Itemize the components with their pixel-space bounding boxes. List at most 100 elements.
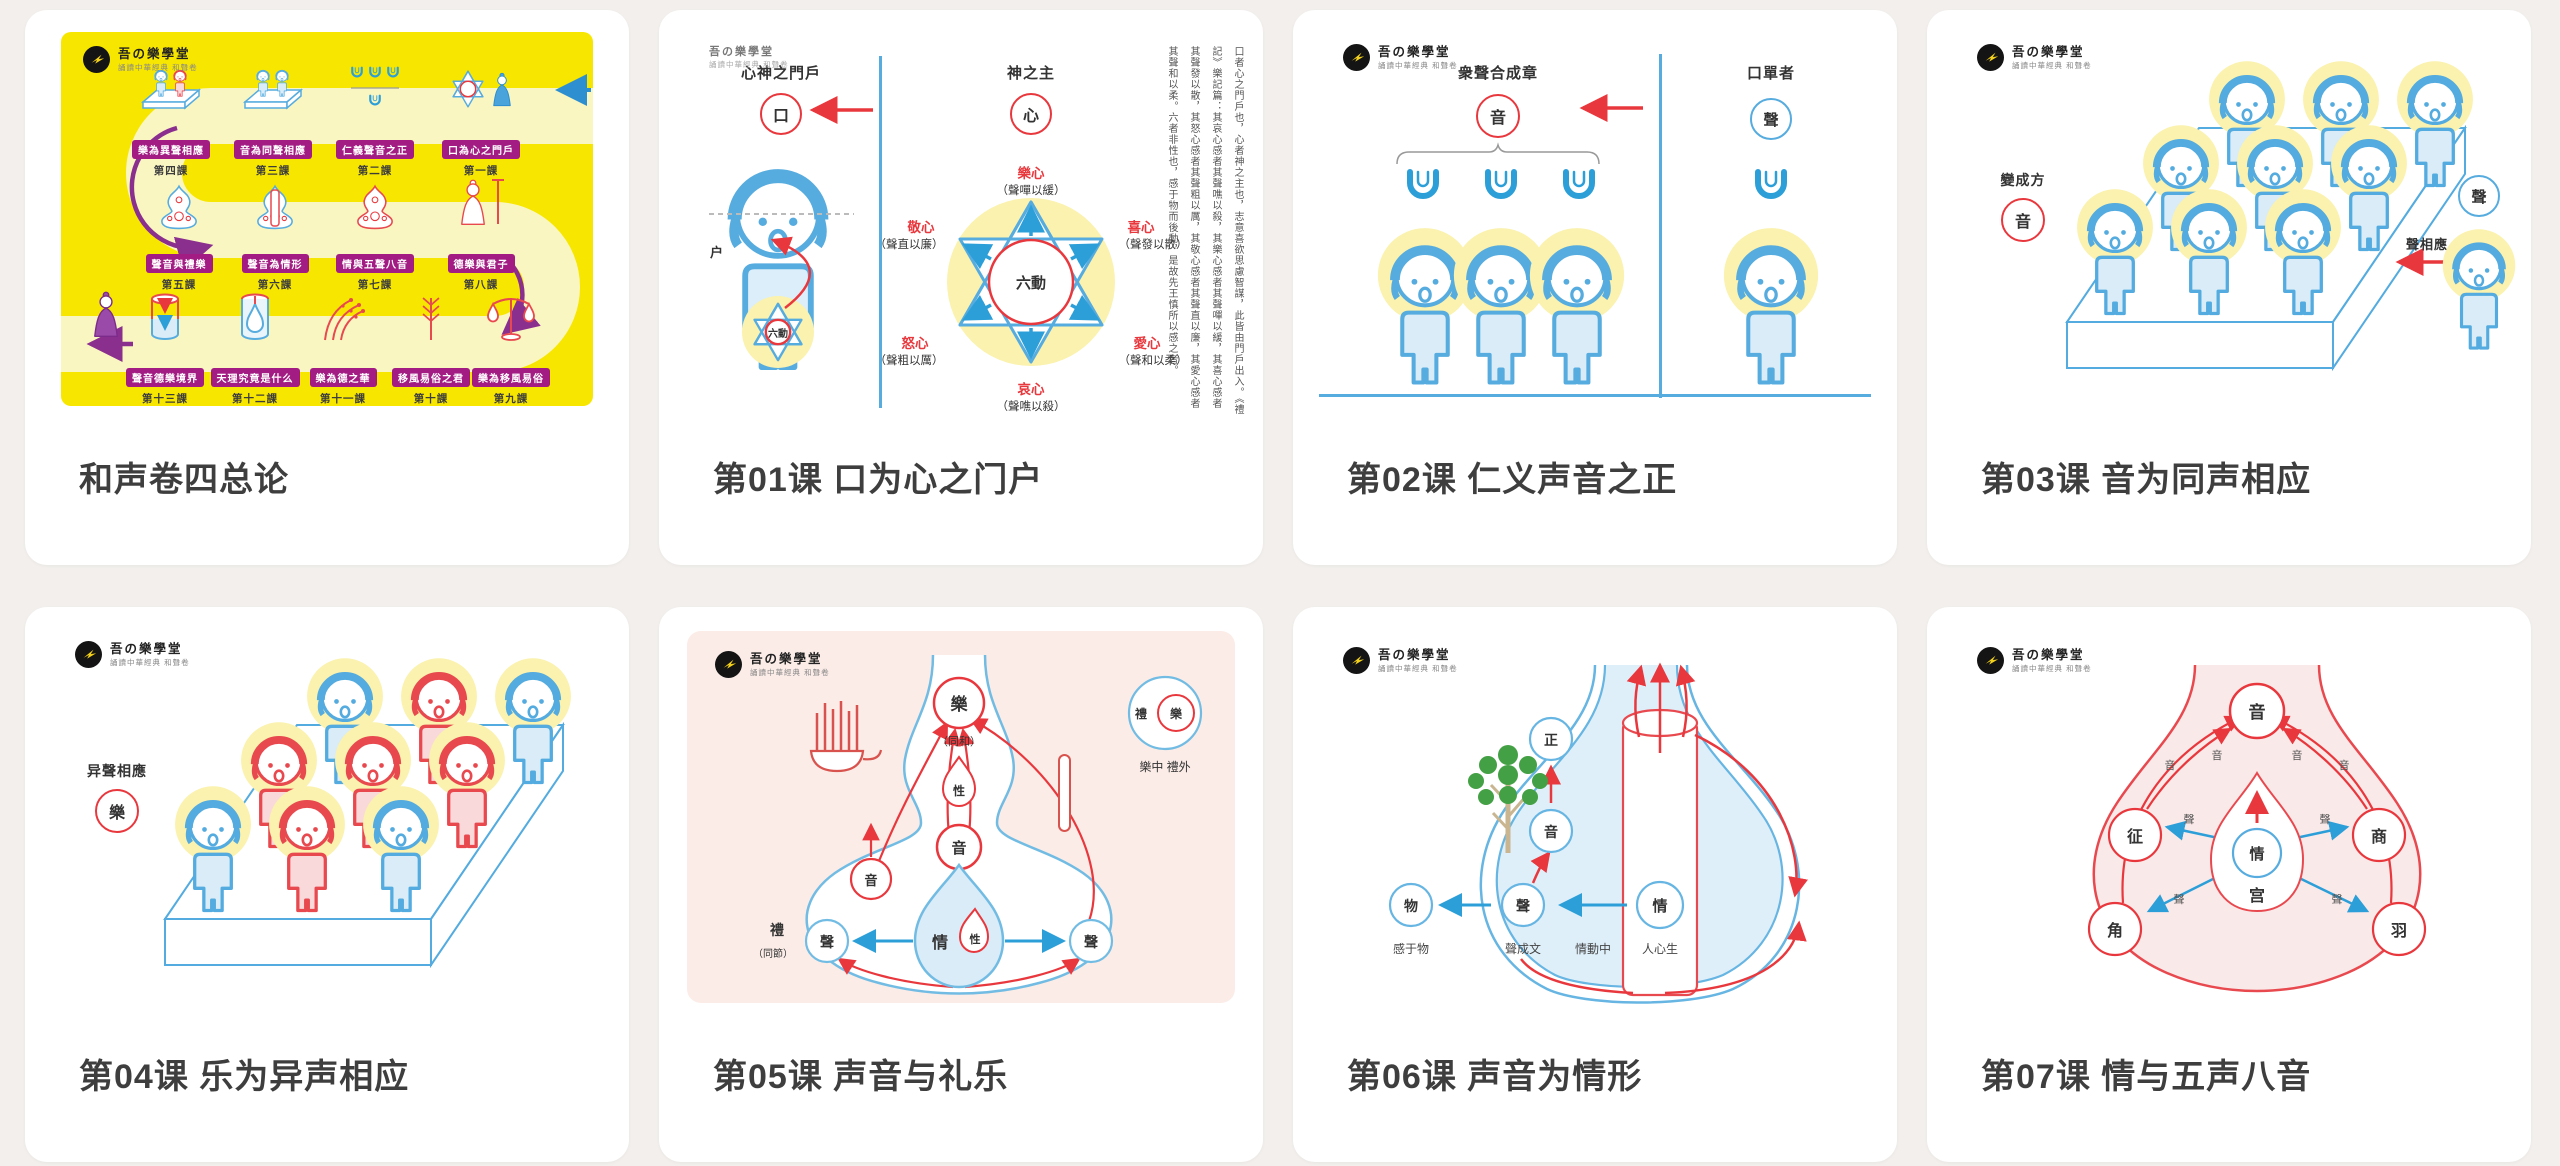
singing-kid-icon: [1530, 228, 1624, 382]
brand: 吾の樂學堂 誦讀中華經典 和聲卷: [1977, 44, 2092, 71]
lesson02-diagram: [1293, 94, 1897, 430]
svg-text:樂: 樂: [951, 694, 969, 714]
svg-text:音: 音: [951, 839, 966, 857]
brand: 吾の樂學堂 誦讀中華經典 和聲卷: [83, 46, 198, 73]
emotion-joy: 樂心: [1017, 166, 1045, 181]
lesson05-diagram: 樂 （同和） 性 音 情 性 聲 聲 音 禮: [753, 654, 1203, 995]
svg-text:六動: 六動: [768, 327, 788, 340]
kids-pair-blue-icon: [218, 60, 328, 116]
red-gourd-icon: [320, 174, 430, 230]
card-title: 和声卷四总论: [79, 461, 289, 499]
station-lesson-10: 移風易俗之君 第十課: [376, 288, 486, 406]
voice-node: 聲: [1750, 98, 1792, 140]
brand-bird-icon: [715, 651, 742, 678]
station-lesson-12: 天理究竟是什么 第十二課: [200, 288, 310, 406]
lesson06-art: 吾の樂學堂 誦讀中華經典 和聲卷: [1293, 607, 1897, 1162]
brand-bird-icon: [83, 46, 110, 73]
card-title: 第02课 仁义声音之正: [1347, 461, 1678, 499]
card-title: 第04课 乐为异声相应: [79, 1058, 410, 1096]
flute-icon: [1058, 754, 1071, 832]
svg-text:（同節）: （同節）: [753, 947, 793, 960]
emotion-respect: 敬心: [907, 220, 935, 235]
svg-text:情: 情: [2249, 845, 2264, 863]
svg-text:聲: 聲: [2184, 812, 2195, 826]
singing-kid-icon: [1378, 228, 1472, 382]
single-mouth-label: 口單者: [1746, 65, 1796, 82]
card-lesson-02[interactable]: 吾の樂學堂 誦讀中華經典 和聲卷 衆聲合成章 音 口單者 聲: [1293, 10, 1897, 565]
lesson04-diagram: [163, 607, 629, 969]
brand-bird-icon: [1343, 44, 1370, 71]
svg-text:音: 音: [2292, 748, 2303, 762]
mouth-node: 口: [760, 93, 802, 135]
mouth-glyph-icon: [1758, 172, 1784, 196]
brand: 吾の樂學堂 誦讀中華經典 和聲卷: [1343, 647, 1458, 674]
svg-text:（同和）: （同和）: [937, 735, 981, 748]
svg-text:情動中: 情動中: [1575, 941, 1611, 956]
brand: 吾の樂學堂 誦讀中華經典 和聲卷: [715, 651, 830, 678]
lesson07-diagram: 音 情 宫 征 商 角 羽 音 音 音 音 聲 聲: [2087, 664, 2427, 993]
svg-text:音: 音: [864, 873, 877, 888]
card-lesson-01[interactable]: 吾の樂學堂 誦讀中華經典 和聲卷 心神之門戶 口 神之主 心 户 六動: [659, 10, 1263, 565]
svg-text:聲: 聲: [2320, 812, 2331, 826]
mouth-glyph-icon: [1410, 172, 1436, 196]
svg-text:禮: 禮: [1135, 706, 1147, 721]
brand-name: 吾の樂學堂: [118, 46, 191, 61]
card-overview[interactable]: 吾の樂學堂 誦讀中華經典 和聲卷: [25, 10, 629, 565]
svg-text:音: 音: [2212, 748, 2223, 762]
lesson02-art: 吾の樂學堂 誦讀中華經典 和聲卷 衆聲合成章 音 口單者 聲: [1293, 10, 1897, 565]
svg-text:音: 音: [2165, 758, 2176, 772]
card-title: 第05课 声音与礼乐: [713, 1058, 1009, 1096]
game-board: 吾の樂學堂 誦讀中華經典 和聲卷: [61, 32, 593, 406]
card-lesson-05[interactable]: 吾の樂學堂 誦讀中華經典 和聲卷: [659, 607, 1263, 1162]
single-singer-icon: [2443, 229, 2516, 348]
station-lesson-13: 聲音德樂境界 第十三課: [110, 288, 220, 406]
singing-kid-icon: [1454, 228, 1548, 382]
card-title: 第01课 口为心之门户: [713, 461, 1044, 499]
station-lesson-4: 樂為異聲相應 第四課: [116, 60, 226, 178]
emotion-delight: 喜心: [1127, 220, 1155, 235]
bent-wheat-icon: [288, 288, 398, 344]
station-lesson-1: 口為心之門戶 第一課: [426, 60, 536, 178]
svg-text:聲: 聲: [1516, 898, 1530, 914]
emotion-anger: 怒心: [901, 336, 929, 351]
door-label: 户: [709, 245, 725, 260]
card-lesson-04[interactable]: 吾の樂學堂 誦讀中華經典 和聲卷 异聲相應 樂: [25, 607, 629, 1162]
gourd-icon: [124, 174, 234, 230]
lesson01-art: 吾の樂學堂 誦讀中華經典 和聲卷 心神之門戶 口 神之主 心 户 六動: [659, 10, 1263, 565]
svg-text:音: 音: [2249, 702, 2266, 722]
station-lesson-8: 德樂與君子 第八課: [426, 174, 536, 292]
lesson03-diagram: [2065, 10, 2531, 372]
become-square-label: 變成方: [2000, 172, 2046, 188]
brace-icon: [1396, 142, 1600, 165]
tone-node: 音: [1476, 94, 1520, 138]
svg-text:宫: 宫: [2249, 886, 2265, 905]
card-lesson-07[interactable]: 吾の樂學堂 誦讀中華經典 和聲卷: [1927, 607, 2531, 1162]
svg-text:禮: 禮: [770, 922, 784, 938]
mouth-glyph-icon: [1566, 172, 1592, 196]
card-lesson-06[interactable]: 吾の樂學堂 誦讀中華經典 和聲卷: [1293, 607, 1897, 1162]
station-lesson-5: 聲音與禮樂 第五課: [124, 174, 234, 292]
jar-icon: [110, 288, 220, 344]
svg-text:音: 音: [2339, 758, 2350, 772]
ground-line: [1319, 394, 1871, 397]
jar-droplet-icon: [200, 288, 310, 344]
tone-to-yin-arrows-icon: [2121, 715, 2393, 904]
svg-text:聲: 聲: [2332, 892, 2343, 906]
hexagram-figure-icon: [426, 60, 536, 116]
brand-bird-icon: [1343, 647, 1370, 674]
sage-figure-icon: [426, 174, 536, 230]
svg-text:情: 情: [932, 933, 948, 952]
wheat-icon: [376, 288, 486, 344]
heart-node: 心: [1010, 93, 1052, 135]
brand: 吾の樂學堂 誦讀中華經典 和聲卷: [1977, 647, 2092, 674]
lesson07-art: 吾の樂學堂 誦讀中華經典 和聲卷: [1927, 607, 2531, 1162]
diff-voice-label: 异聲相應: [87, 763, 147, 779]
svg-text:聲: 聲: [2174, 892, 2185, 906]
divider-line: [1659, 54, 1662, 398]
card-lesson-03[interactable]: 吾の樂學堂 誦讀中華經典 和聲卷 變成方 音 聲 聲相應: [1927, 10, 2531, 565]
lesson04-art: 吾の樂學堂 誦讀中華經典 和聲卷 异聲相應 樂: [25, 607, 629, 1162]
singing-kid-icon: [1724, 228, 1818, 382]
red-flow-arrows-icon: [1520, 662, 1808, 995]
voice-node: 聲: [2458, 175, 2500, 217]
